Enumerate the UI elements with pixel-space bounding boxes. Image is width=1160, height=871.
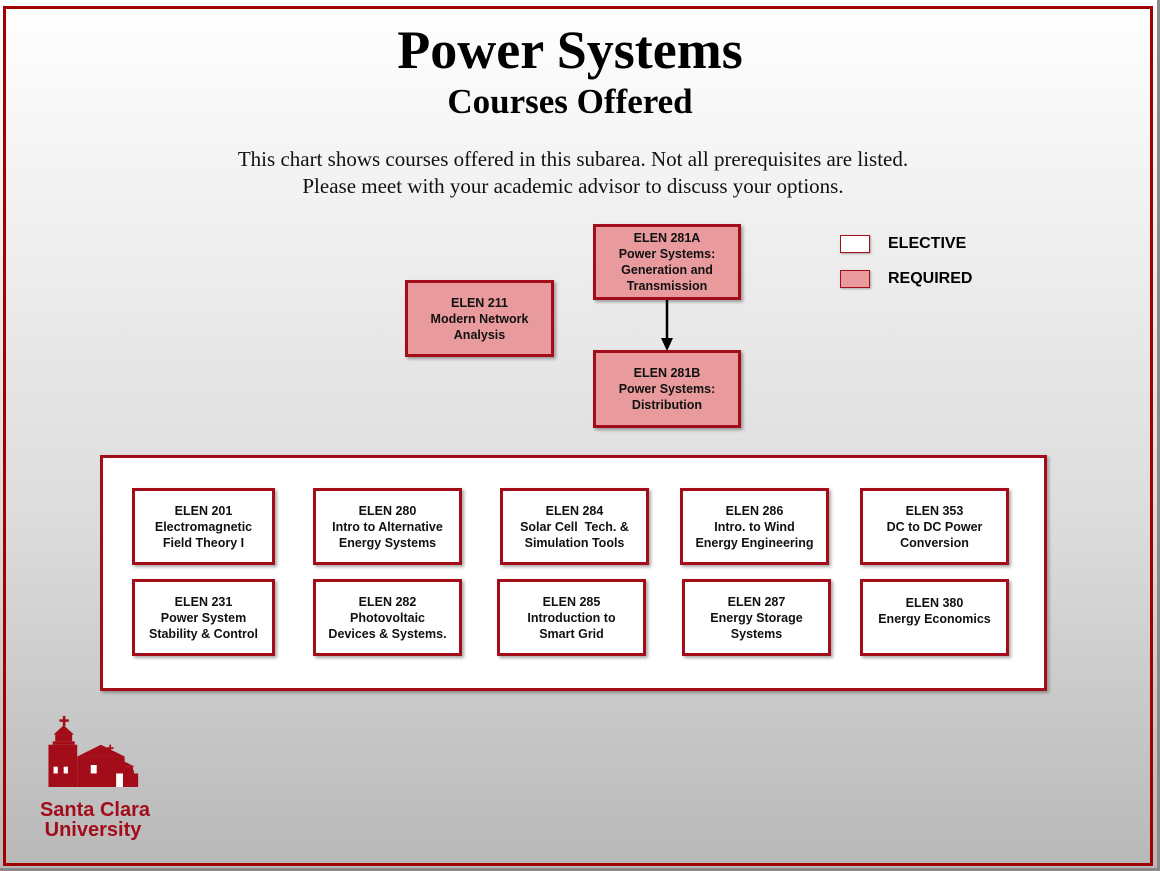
course-elen-353: ELEN 353 DC to DC Power Conversion	[860, 488, 1009, 565]
course-code: ELEN 281B	[633, 366, 701, 380]
course-elen-282: ELEN 282 Photovoltaic Devices & Systems.	[313, 579, 462, 656]
course-title-line: Conversion	[900, 535, 969, 550]
prerequisite-arrow	[661, 300, 673, 351]
logo-text-line-2: University	[44, 819, 142, 841]
legend-required-swatch	[840, 270, 870, 288]
course-title-line: DC to DC Power	[886, 519, 983, 534]
course-title-line: Distribution	[631, 398, 703, 412]
description-line-1: This chart shows courses offered in this…	[237, 147, 909, 171]
course-code: ELEN 285	[542, 594, 601, 609]
course-title-line: Systems	[730, 626, 783, 641]
course-title-line: Intro. to Wind	[714, 519, 795, 534]
course-code: ELEN 281A	[633, 231, 701, 245]
mission-logo-icon	[48, 715, 139, 787]
legend-required-label: REQUIRED	[888, 270, 973, 287]
slide-frame	[3, 6, 1153, 866]
course-elen-380: ELEN 380 Energy Economics	[860, 579, 1009, 656]
course-title-line: Power System	[160, 610, 247, 625]
course-elen-286: ELEN 286 Intro. to Wind Energy Engineeri…	[680, 488, 829, 565]
course-title-line: Analysis	[453, 327, 506, 342]
course-title-line: Power Systems:	[618, 382, 716, 396]
course-code: ELEN 284	[545, 503, 604, 518]
course-elen-281a: ELEN 281A Power Systems: Generation and …	[593, 224, 741, 300]
course-code: ELEN 286	[725, 503, 784, 518]
course-elen-285: ELEN 285 Introduction to Smart Grid	[497, 579, 646, 656]
course-code: ELEN 280	[358, 503, 417, 518]
course-title-line: Transmission	[626, 279, 708, 293]
course-code: ELEN 231	[174, 594, 233, 609]
course-title-line: Modern Network	[430, 311, 529, 326]
course-elen-287: ELEN 287 Energy Storage Systems	[682, 579, 831, 656]
course-title-line: Energy Engineering	[695, 535, 814, 550]
course-title-line: Energy Storage	[710, 610, 803, 625]
course-code: ELEN 380	[905, 596, 964, 610]
course-title-line: Solar Cell Tech. &	[520, 519, 629, 534]
course-title-line: Smart Grid	[539, 626, 604, 641]
course-title-line: Power Systems:	[618, 247, 716, 261]
course-title-line: Photovoltaic	[349, 610, 425, 625]
logo-text-line-1: Santa Clara	[39, 799, 151, 821]
course-code: ELEN 201	[174, 503, 233, 518]
course-elen-280: ELEN 280 Intro to Alternative Energy Sys…	[313, 488, 462, 565]
description-line-2: Please meet with your academic advisor t…	[302, 174, 844, 198]
course-elen-231: ELEN 231 Power System Stability & Contro…	[132, 579, 275, 656]
course-code: ELEN 211	[451, 295, 508, 310]
legend-elective-swatch	[840, 235, 870, 253]
course-title-line: Energy Systems	[338, 535, 437, 550]
course-title-line: Field Theory I	[162, 535, 245, 550]
course-elen-211: ELEN 211 Modern Network Analysis	[405, 280, 554, 357]
course-title-line: Simulation Tools	[524, 535, 625, 550]
course-elen-201: ELEN 201 Electromagnetic Field Theory I	[132, 488, 275, 565]
course-title-line: Electromagnetic	[154, 519, 253, 534]
course-title-line: Stability & Control	[148, 626, 259, 641]
course-code: ELEN 353	[905, 503, 964, 518]
legend-elective-label: ELECTIVE	[888, 235, 967, 252]
course-code: ELEN 282	[358, 594, 417, 609]
course-title-line: Generation and	[621, 263, 713, 277]
course-elen-284: ELEN 284 Solar Cell Tech. & Simulation T…	[500, 488, 649, 565]
page-subtitle: Courses Offered	[447, 82, 693, 121]
course-title-line: Intro to Alternative	[332, 519, 443, 534]
course-elen-281b: ELEN 281B Power Systems: Distribution	[593, 350, 741, 428]
course-title-line: Introduction to	[527, 610, 616, 625]
course-title-line: Energy Economics	[878, 612, 991, 626]
course-code: ELEN 287	[727, 594, 786, 609]
course-title-line: Devices & Systems.	[328, 626, 447, 641]
page-title: Power Systems	[397, 20, 743, 80]
